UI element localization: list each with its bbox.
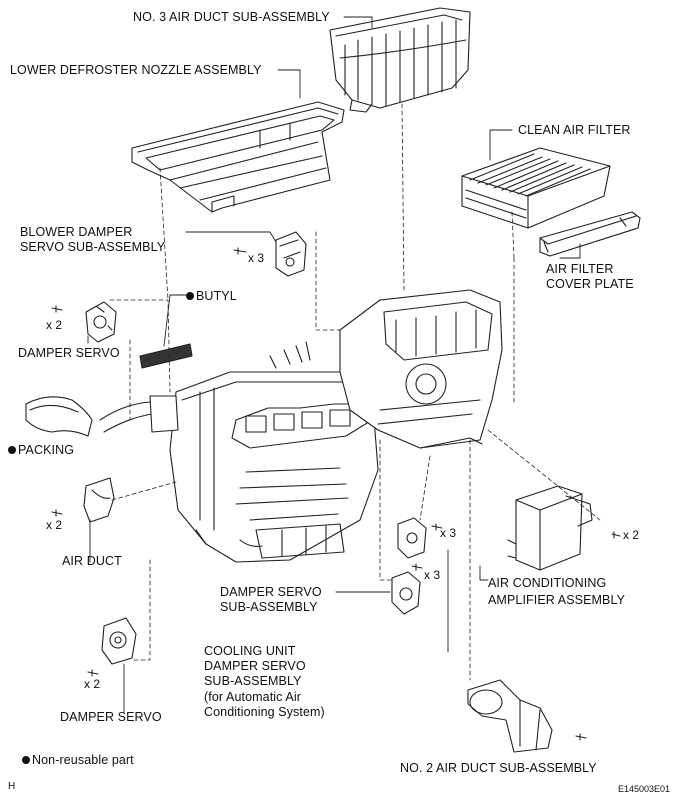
air-duct-label: AIR DUCT [62,554,122,568]
legend-text: Non-reusable part [32,753,134,767]
air-duct-qty: x 2 [46,518,63,532]
cooling-unit-label-3: SUB-ASSEMBLY [204,674,302,688]
ac-amplifier-drawing [507,485,621,571]
ac-amp-qty: x 2 [623,528,640,542]
air-filter-cover-label-1: AIR FILTER [546,262,614,276]
no2-air-duct-drawing [467,679,587,753]
butyl-drawing [139,343,193,369]
damper-servo-bottom-qty: x 2 [84,677,101,691]
non-reusable-dot-icon [22,756,30,764]
no3-air-duct-drawing [329,7,471,113]
damper-servo-sub-qty-1: x 3 [440,526,457,540]
non-reusable-dot-icon [186,292,194,300]
damper-servo-sub-label-1: DAMPER SERVO [220,585,322,599]
leader-lines [87,16,581,713]
lower-defroster-drawing [131,101,345,213]
cooling-unit-label-5: Conditioning System) [204,705,325,719]
ac-amp-label-1: AIR CONDITIONING [488,576,607,590]
blower-damper-qty: x 3 [248,251,265,265]
butyl-text: BUTYL [196,289,237,303]
packing-text: PACKING [18,443,75,457]
clean-air-filter-label: CLEAN AIR FILTER [518,123,631,137]
cooling-unit-label-4: (for Automatic Air [204,690,301,704]
damper-servo-sub-drawing [391,517,443,615]
figure-code: E145003E01 [618,784,671,794]
assembly-dash-lines [109,103,601,681]
ac-amp-label-2: AMPLIFIER ASSEMBLY [488,593,626,607]
packing-label: PACKING [8,443,74,458]
hvac-main-unit-drawing [99,289,503,563]
cooling-unit-label-2: DAMPER SERVO [204,659,306,673]
cooling-unit-label-1: COOLING UNIT [204,644,296,658]
damper-servo-sub-label-2: SUB-ASSEMBLY [220,600,318,614]
blower-damper-label-1: BLOWER DAMPER [20,225,133,239]
blower-damper-label-2: SERVO SUB-ASSEMBLY [20,240,166,254]
legend-non-reusable: Non-reusable part [22,753,134,768]
damper-servo-top-qty: x 2 [46,318,63,332]
lower-defroster-label: LOWER DEFROSTER NOZZLE ASSEMBLY [10,63,262,77]
damper-servo-top-label: DAMPER SERVO [18,346,120,360]
no2-air-duct-label: NO. 2 AIR DUCT SUB-ASSEMBLY [400,761,597,775]
air-filter-cover-drawing [539,211,641,257]
air-duct-drawing [51,477,115,523]
damper-servo-top-drawing [51,301,117,343]
no3-air-duct-label: NO. 3 AIR DUCT SUB-ASSEMBLY [133,10,330,24]
air-filter-cover-label-2: COVER PLATE [546,277,634,291]
butyl-label: BUTYL [186,289,237,304]
damper-servo-bottom-drawing [87,617,137,677]
non-reusable-dot-icon [8,446,16,454]
clean-air-filter-drawing [461,147,611,229]
corner-letter: H [8,781,16,792]
blower-damper-servo-drawing [233,231,307,277]
damper-servo-sub-qty-2: x 3 [424,568,441,582]
damper-servo-bottom-label: DAMPER SERVO [60,710,162,724]
packing-drawing [25,396,93,437]
